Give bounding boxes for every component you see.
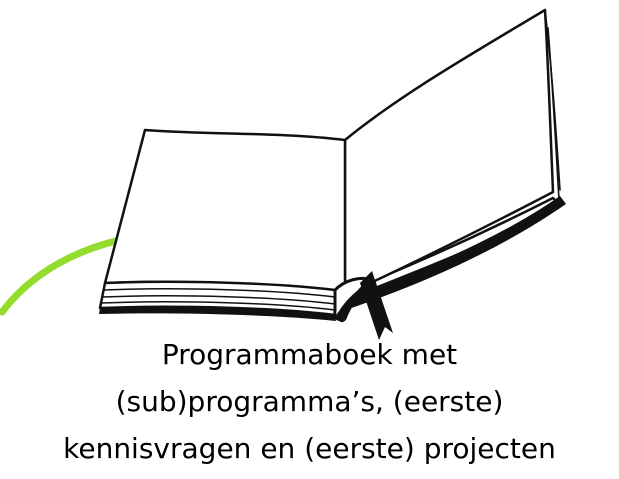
caption-line-1: Programmaboek met bbox=[161, 338, 458, 371]
caption-line-3: kennisvragen en (eerste) projecten bbox=[63, 432, 556, 465]
caption: Programmaboek met (sub)programma’s, (eer… bbox=[0, 331, 619, 472]
bookmark-ribbon-icon bbox=[360, 271, 393, 340]
open-book-icon bbox=[98, 8, 566, 323]
caption-line-2: (sub)programma’s, (eerste) bbox=[115, 385, 504, 418]
